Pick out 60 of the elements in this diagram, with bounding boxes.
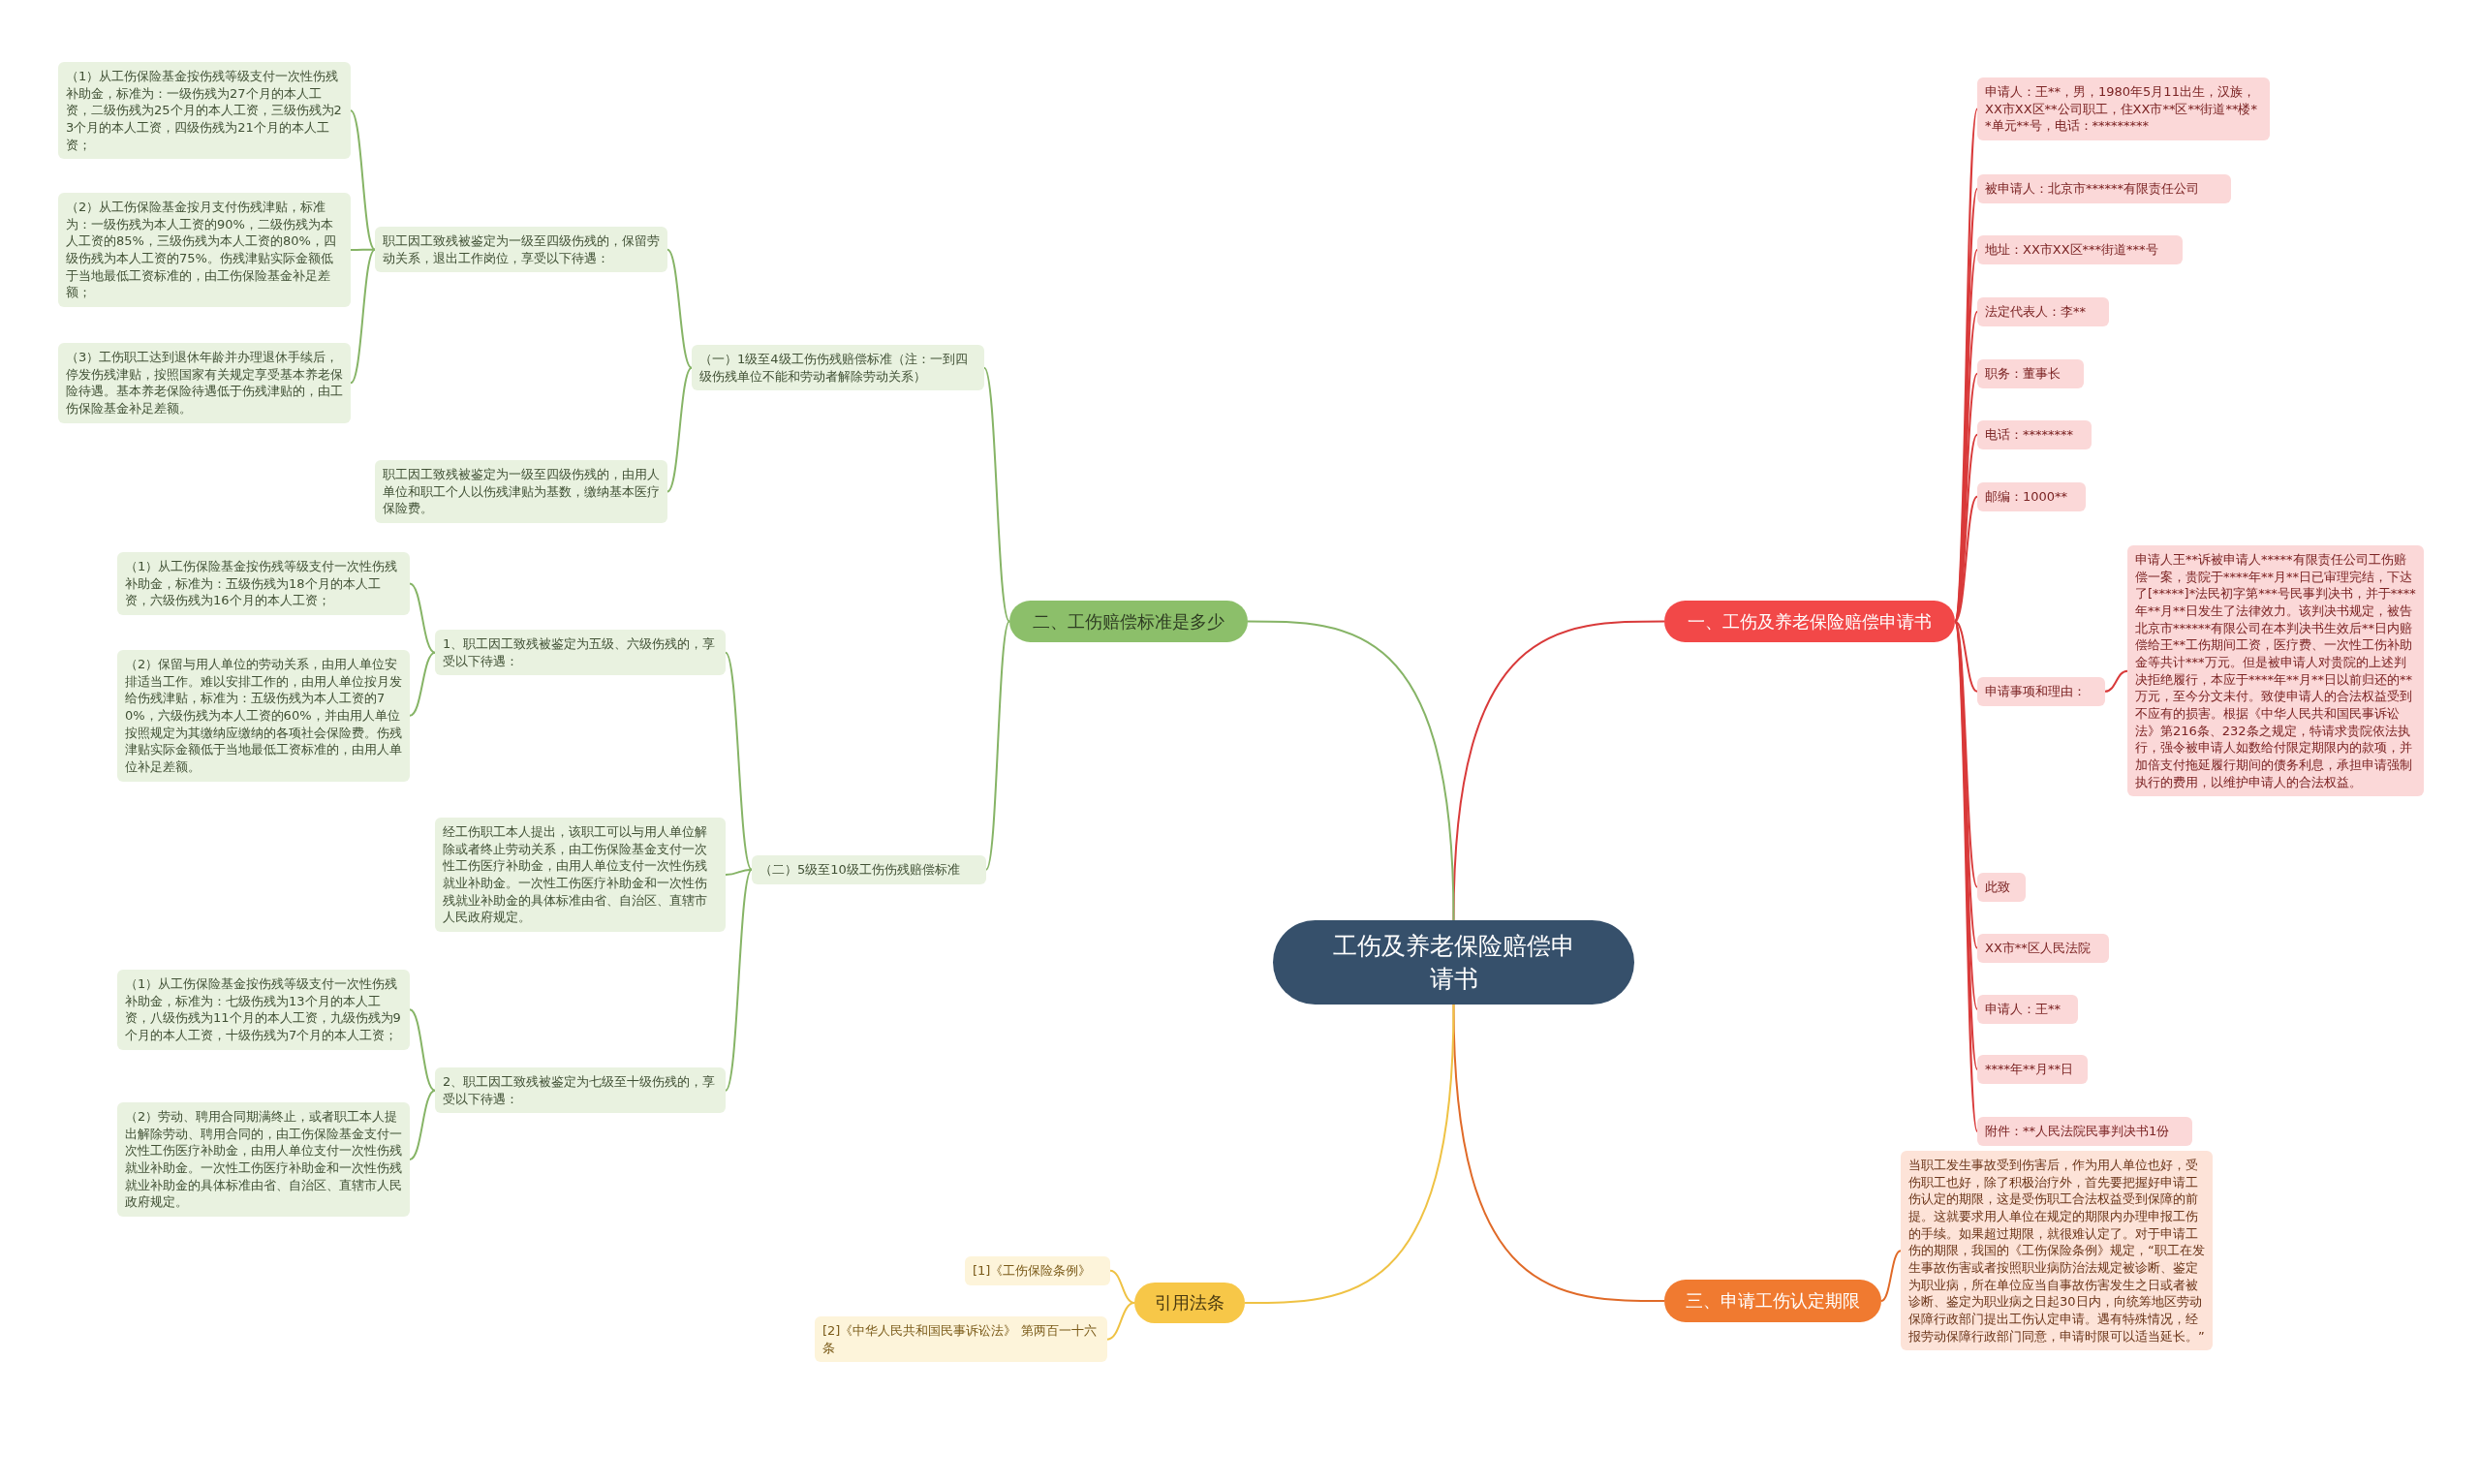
connector-line	[350, 248, 376, 385]
connector-line	[409, 582, 436, 654]
connector-line	[985, 620, 1010, 871]
subtopic-box: 电话：********	[1977, 420, 2092, 449]
connector-line	[409, 651, 436, 717]
connector-line	[1109, 1269, 1135, 1304]
subtopic-box: [2]《中华人民共和国民事诉讼法》 第两百一十六条	[815, 1316, 1107, 1363]
branch-topic: 一、工伤及养老保险赔偿申请书	[1664, 601, 1955, 642]
connector-line	[2104, 669, 2128, 693]
connector-line	[1106, 1302, 1135, 1341]
branch-topic: 二、工伤赔偿标准是多少	[1009, 601, 1248, 642]
connector-line	[409, 1089, 436, 1160]
connector-line	[350, 248, 376, 251]
subtopic-box: XX市**区人民法院	[1977, 934, 2109, 963]
subtopic-box: 法定代表人：李**	[1977, 297, 2109, 326]
subtopic-box: 职务：董事长	[1977, 359, 2084, 388]
connector-line	[725, 651, 753, 871]
subtopic-box: （3）工伤职工达到退休年龄并办理退休手续后，停发伤残津贴，按照国家有关规定享受基本养老保险待遇。基本养老保险待遇低于伤残津贴的，由工伤保险基金补足差额。	[58, 343, 351, 423]
subtopic-box: 职工因工致残被鉴定为一级至四级伤残的，保留劳动关系，退出工作岗位，享受以下待遇：	[375, 227, 667, 273]
connector-line	[1880, 1250, 1902, 1302]
connector-line	[1244, 1004, 1455, 1304]
connector-line	[1452, 620, 1665, 921]
subtopic-box: 此致	[1977, 873, 2026, 902]
subtopic-box: 地址：XX市XX区***街道***号	[1977, 235, 2183, 264]
connector-line	[983, 366, 1010, 623]
subtopic-box: 1、职工因工致残被鉴定为五级、六级伤残的，享受以下待遇：	[435, 630, 726, 676]
connector-line	[1954, 495, 1978, 623]
subtopic-box: 2、职工因工致残被鉴定为七级至十级伤残的，享受以下待遇：	[435, 1067, 726, 1114]
subtopic-box: （2）劳动、聘用合同期满终止，或者职工本人提出解除劳动、聘用合同的，由工伤保险基金支付一次性工伤医疗补助金，由用人单位支付一次性伤残就业补助金。一次性工伤医疗补助金和一次性伤残就业补助金的具体标准由省、自治区、直辖市人民政府规定。	[117, 1102, 410, 1218]
subtopic-box: 当职工发生事故受到伤害后，作为用人单位也好，受伤职工也好，除了积极治疗外，首先要把握好申请工伤认定的期限，这是受伤职工合法权益受到保障的前提。这就要求用人单位在规定的期限内办理申报工伤的手续。如果超过期限，就很难认定了。对于申请工伤的期限，我国的《工伤保险条例》规定，“职工在发生事故伤害或者按照职业病防治法规定被诊断、鉴定为职业病，所在单位应当自事故伤害发生之日或者被诊断、鉴定为职业病之日起30日内，向统筹地区劳动保障行政部门提出工伤认定申请。遇有特殊情况，经报劳动保障行政部门同意，申请时限可以适当延长。”	[1901, 1151, 2213, 1351]
subtopic-box: 申请人：王**，男，1980年5月11出生，汉族，XX市XX区**公司职工，住XX市**区**街道**楼**单元**号，电话：*********	[1977, 77, 2270, 140]
connector-line	[350, 109, 376, 251]
subtopic-box: 附件：**人民法院民事判决书1份	[1977, 1117, 2192, 1146]
subtopic-box: （2）保留与用人单位的劳动关系，由用人单位安排适当工作。难以安排工作的，由用人单位按月发给伤残津贴，标准为：五级伤残为本人工资的70%，六级伤残为本人工资的60%，并由用人单位按照规定为其缴纳应缴纳的各项社会保险费。伤残津贴实际金额低于当地最低工资标准的，由用人单位补足差额。	[117, 650, 410, 782]
central-topic: 工伤及养老保险赔偿申请书	[1273, 920, 1634, 1005]
subtopic-box: 申请事项和理由：	[1977, 677, 2105, 706]
connector-line	[1247, 620, 1455, 921]
subtopic-box: 邮编：1000**	[1977, 482, 2086, 511]
subtopic-box: [1]《工伤保险条例》	[965, 1256, 1110, 1285]
branch-topic: 引用法条	[1134, 1283, 1245, 1323]
subtopic-box: （2）从工伤保险基金按月支付伤残津贴，标准为：一级伤残为本人工资的90%，二级伤残为本人工资的85%，三级伤残为本人工资的80%，四级伤残为本人工资的75%。伤残津贴实际金额低于当地最低工资标准的，由工伤保险基金补足差额；	[58, 193, 351, 308]
branch-topic: 三、申请工伤认定期限	[1664, 1280, 1881, 1322]
subtopic-box: （1）从工伤保险基金按伤残等级支付一次性伤残补助金，标准为：五级伤残为18个月的本人工资，六级伤残为16个月的本人工资；	[117, 552, 410, 615]
subtopic-box: 申请人王**诉被申请人*****有限责任公司工伤赔偿一案，贵院于****年**月**日已审理完结，下达了[*****]*法民初字第***号民事判决书，并于****年**月**日发生了法律效力。该判决书规定，被告北京市******有限公司在本判决书生效后**日内赔偿给王**工伤期间工资，医疗费、一次性工伤补助金等共计***万元。但是被申请人对贵院的上述判决拒绝履行，本应于****年**月**日以前归还的**万元，至今分文未付。致使申请人的合法权益受到不应有的损害。根据《中华人民共和国民事诉讼法》第216条、232条之规定，特请求贵院依法执行，强令被申请人如数给付限定期限内的款项，并加倍支付拖延履行期间的债务利息，承担申请强制执行的费用，以维护申请人的合法权益。	[2127, 545, 2424, 797]
connector-line	[725, 868, 753, 876]
connector-line	[666, 248, 693, 369]
subtopic-box: 申请人：王**	[1977, 995, 2078, 1024]
connector-line	[1954, 620, 1978, 693]
subtopic-box: 经工伤职工本人提出，该职工可以与用人单位解除或者终止劳动关系，由工伤保险基金支付一次性工伤医疗补助金，由用人单位支付一次性伤残就业补助金。一次性工伤医疗补助金和一次性伤残就业补助金的具体标准由省、自治区、直辖市人民政府规定。	[435, 818, 726, 933]
subtopic-box: （1）从工伤保险基金按伤残等级支付一次性伤残补助金，标准为：一级伤残为27个月的本人工资，二级伤残为25个月的本人工资，三级伤残为23个月的本人工资，四级伤残为21个月的本人工资；	[58, 62, 351, 160]
subtopic-box: 被申请人：北京市******有限责任公司	[1977, 174, 2231, 203]
subtopic-box: （1）从工伤保险基金按伤残等级支付一次性伤残补助金，标准为：七级伤残为13个月的本人工资，八级伤残为11个月的本人工资，九级伤残为9个月的本人工资，十级伤残为7个月的本人工资；	[117, 970, 410, 1050]
connector-line	[666, 366, 693, 493]
connector-line	[409, 1008, 436, 1092]
connector-line	[1452, 1004, 1665, 1302]
subtopic-box: 职工因工致残被鉴定为一级至四级伤残的，由用人单位和职工个人以伤残津贴为基数，缴纳基本医疗保险费。	[375, 460, 667, 523]
subtopic-box: （二）5级至10级工伤伤残赔偿标准	[752, 855, 986, 884]
subtopic-box: ****年**月**日	[1977, 1055, 2088, 1084]
subtopic-box: （一）1级至4级工伤伤残赔偿标准（注：一到四级伤残单位不能和劳动者解除劳动关系）	[692, 345, 984, 391]
connector-line	[725, 868, 753, 1092]
